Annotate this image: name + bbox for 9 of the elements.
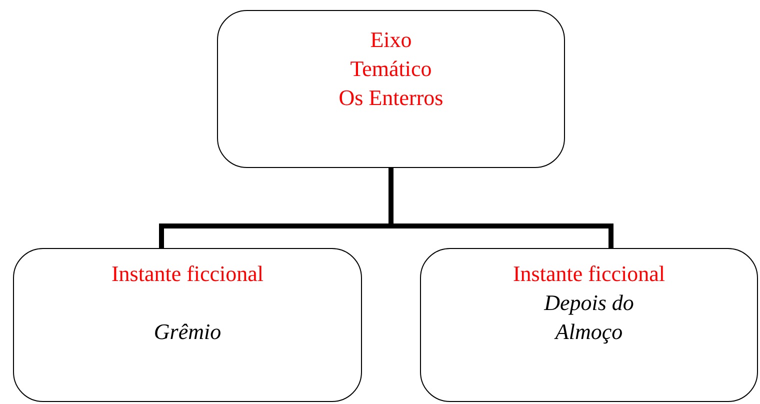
box-text: Grêmio xyxy=(152,318,222,346)
box-heading: Instante ficcional xyxy=(110,260,265,288)
rounded-box xyxy=(13,248,362,402)
box-heading: Eixo Temático xyxy=(349,26,433,83)
rounded-box xyxy=(217,10,565,168)
box-text: Depois do Almoço xyxy=(542,289,635,346)
box-text: Os Enterros xyxy=(338,84,444,112)
rounded-box xyxy=(420,248,758,402)
box-heading: Instante ficcional xyxy=(512,260,666,288)
